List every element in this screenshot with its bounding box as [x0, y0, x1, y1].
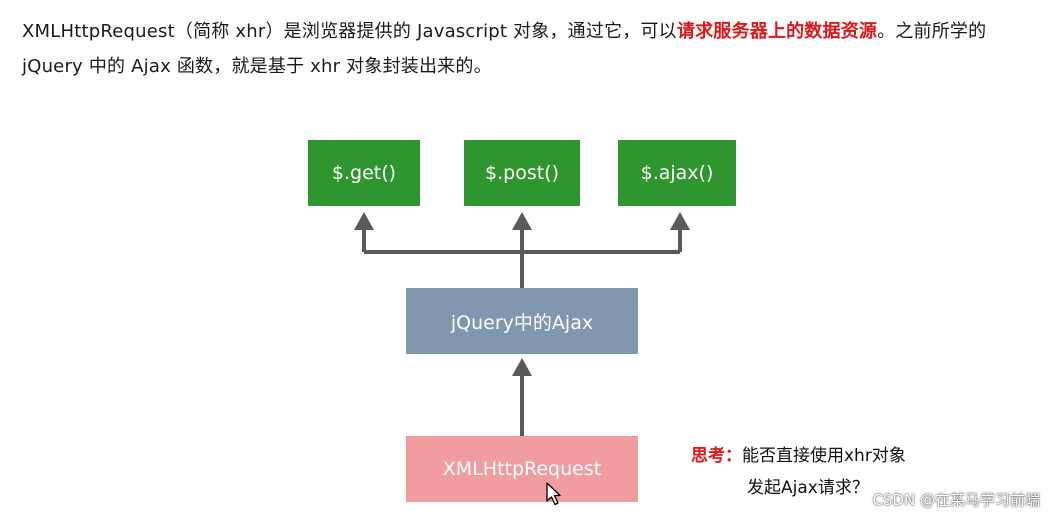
arrow-head-to-post	[512, 212, 532, 230]
think-line-1: 能否直接使用xhr对象	[742, 446, 906, 466]
arrow-head-to-ajax	[670, 212, 690, 230]
ajax-method-box: $.ajax()	[618, 140, 736, 206]
think-line-2: 发起Ajax请求？	[747, 478, 869, 498]
intro-text-before: XMLHttpRequest（简称 xhr）是浏览器提供的 Javascript…	[22, 21, 677, 42]
jquery-ajax-box: jQuery中的Ajax	[406, 288, 638, 354]
think-label: 思考：	[691, 446, 742, 466]
arrow-head-to-get	[354, 212, 374, 230]
xhr-box: XMLHttpRequest	[406, 436, 638, 502]
mouse-pointer-icon	[546, 482, 561, 506]
intro-text-after: 。之前所学的 jQuery 中的 Ajax 函数，就是基于 xhr 对象封装出来…	[22, 21, 987, 77]
arrow-head-to-jquery	[512, 358, 532, 376]
watermark: CSDN @在某马学习前端	[872, 491, 1040, 509]
get-method-box: $.get()	[308, 140, 420, 206]
intro-paragraph: XMLHttpRequest（简称 xhr）是浏览器提供的 Javascript…	[22, 14, 1022, 84]
think-question: 思考：能否直接使用xhr对象 发起Ajax请求？	[691, 440, 906, 504]
intro-highlight: 请求服务器上的数据资源	[676, 21, 878, 42]
post-method-box: $.post()	[464, 140, 580, 206]
